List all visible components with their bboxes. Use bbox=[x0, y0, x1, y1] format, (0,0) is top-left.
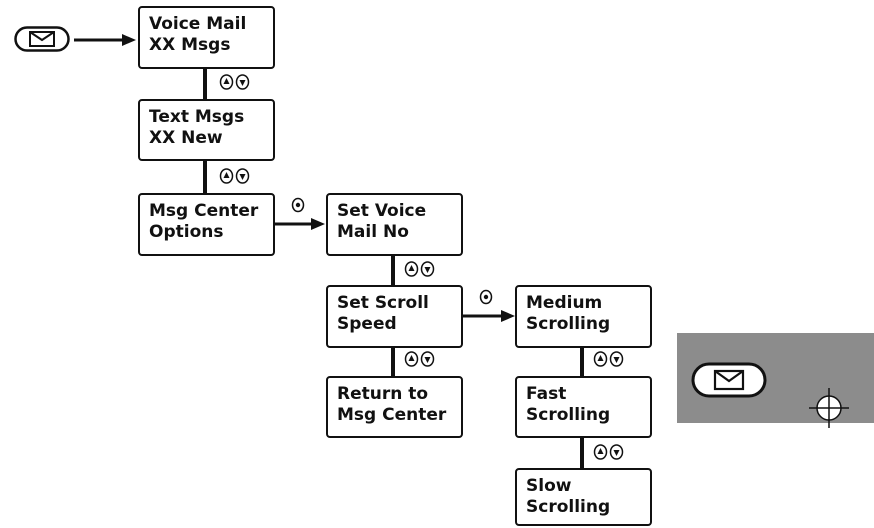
slow-scrolling-box: Slow Scrolling bbox=[515, 468, 652, 526]
slow-scrolling-line2: Scrolling bbox=[526, 497, 611, 517]
scroll-keys-icon bbox=[219, 74, 251, 90]
message-key-icon bbox=[14, 26, 70, 52]
fast-scrolling-line1: Fast bbox=[526, 384, 567, 404]
return-to-msg-center-line2: Msg Center bbox=[337, 405, 447, 425]
select-icon bbox=[479, 289, 493, 305]
connector-6 bbox=[580, 438, 584, 468]
set-scroll-speed-line2: Speed bbox=[337, 314, 397, 334]
text-msgs-line1: Text Msgs bbox=[149, 107, 245, 127]
scroll-speed-arrow bbox=[463, 308, 517, 324]
fast-scrolling-line2: Scrolling bbox=[526, 405, 611, 425]
scroll-keys-icon bbox=[404, 261, 436, 277]
text-msgs-line2: XX New bbox=[149, 128, 223, 148]
scroll-keys-icon bbox=[404, 351, 436, 367]
medium-scrolling-line2: Scrolling bbox=[526, 314, 611, 334]
connector-3 bbox=[391, 256, 395, 285]
options-arrow bbox=[275, 216, 327, 232]
slow-scrolling-line1: Slow bbox=[526, 476, 572, 496]
connector-5 bbox=[580, 348, 584, 376]
select-icon bbox=[291, 197, 305, 213]
set-scroll-speed-line1: Set Scroll bbox=[337, 293, 429, 313]
entry-arrow bbox=[74, 32, 138, 48]
message-key-icon bbox=[691, 362, 767, 398]
connector-4 bbox=[391, 348, 395, 376]
connector-1 bbox=[203, 69, 207, 99]
return-to-msg-center-line1: Return to bbox=[337, 384, 429, 404]
medium-scrolling-box: Medium Scrolling bbox=[515, 285, 652, 348]
scroll-keys-icon bbox=[219, 168, 251, 184]
connector-2 bbox=[203, 161, 207, 193]
set-voice-mail-no-line1: Set Voice bbox=[337, 201, 427, 221]
scroll-keys-icon bbox=[593, 351, 625, 367]
voice-mail-line1: Voice Mail bbox=[149, 14, 247, 34]
set-voice-mail-no-line2: Mail No bbox=[337, 222, 409, 242]
msg-center-options-box: Msg Center Options bbox=[138, 193, 275, 256]
set-voice-mail-no-box: Set Voice Mail No bbox=[326, 193, 463, 256]
set-scroll-speed-box: Set Scroll Speed bbox=[326, 285, 463, 348]
medium-scrolling-line1: Medium bbox=[526, 293, 603, 313]
crosshair-icon bbox=[807, 386, 851, 430]
fast-scrolling-box: Fast Scrolling bbox=[515, 376, 652, 438]
return-to-msg-center-box: Return to Msg Center bbox=[326, 376, 463, 438]
voice-mail-line2: XX Msgs bbox=[149, 35, 231, 55]
text-msgs-box: Text Msgs XX New bbox=[138, 99, 275, 161]
voice-mail-box: Voice Mail XX Msgs bbox=[138, 6, 275, 69]
msg-center-options-line1: Msg Center bbox=[149, 201, 259, 221]
msg-center-options-line2: Options bbox=[149, 222, 224, 242]
scroll-keys-icon bbox=[593, 444, 625, 460]
